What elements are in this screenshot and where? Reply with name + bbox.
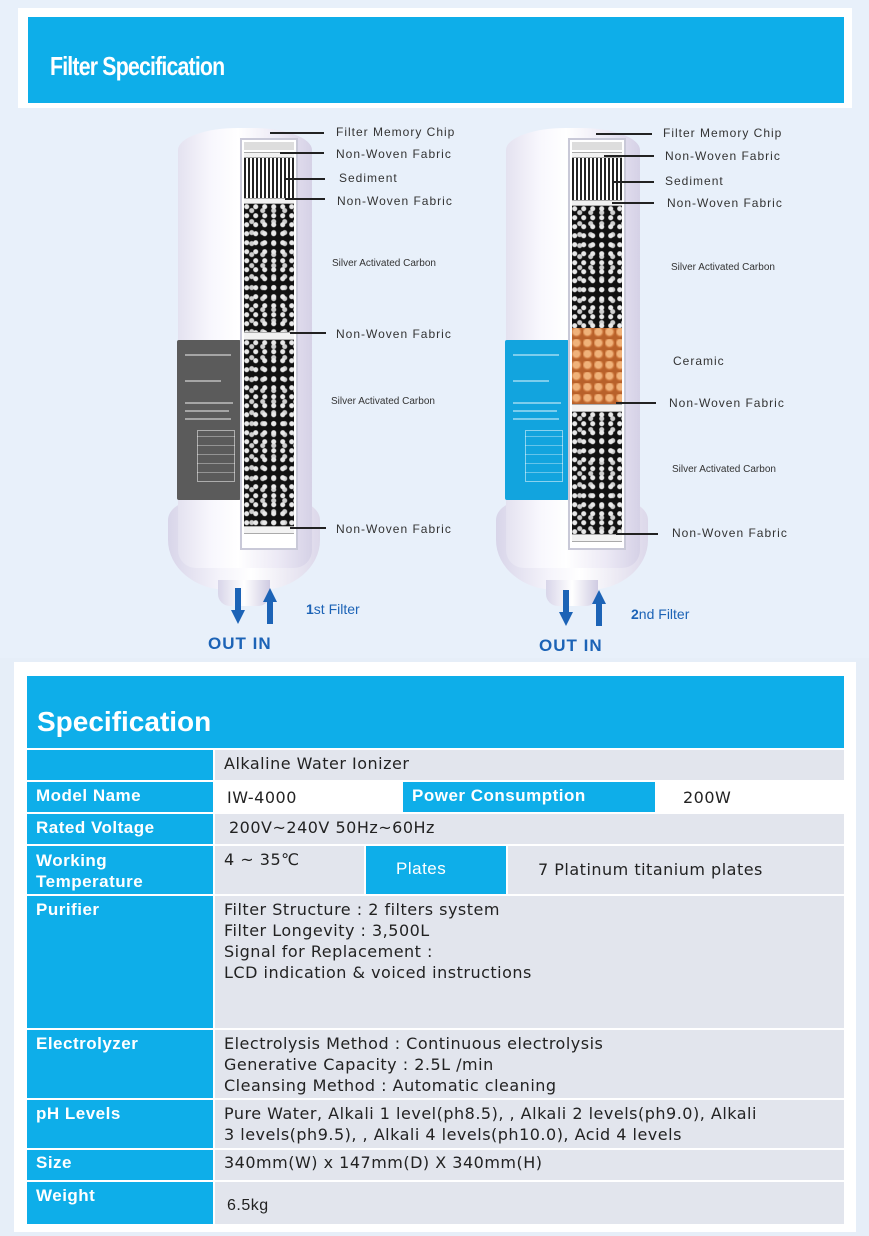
label-sediment: Sediment xyxy=(665,174,724,188)
non-woven-layer xyxy=(572,534,622,542)
label-silver-activated-carbon: Silver Activated Carbon xyxy=(671,262,775,273)
carbon-layer xyxy=(572,206,622,328)
filter-spec-banner: Filter Specification xyxy=(28,17,844,103)
plates-value: 7 Platinum titanium plates xyxy=(508,846,844,894)
sediment-layer xyxy=(572,158,622,200)
ph-levels-value: Pure Water, Alkali 1 level(ph8.5), , Alk… xyxy=(215,1100,844,1148)
out-in-label: OUT IN xyxy=(539,636,603,655)
label-non-woven-fabric: Non-Woven Fabric xyxy=(667,196,783,210)
non-woven-layer xyxy=(244,198,294,204)
specification-title: Specification xyxy=(37,706,212,737)
working-temperature-label: Working Temperature xyxy=(27,846,213,894)
label-sediment: Sediment xyxy=(339,171,398,185)
purifier-line: LCD indication & voiced instructions xyxy=(224,963,532,982)
label-non-woven-fabric: Non-Woven Fabric xyxy=(336,327,452,341)
label-ceramic: Ceramic xyxy=(673,354,725,368)
weight-value: 6.5kg xyxy=(215,1182,844,1224)
out-in-label: OUT IN xyxy=(208,634,272,653)
purifier-line: Filter Longevity : 3,500L xyxy=(224,921,430,940)
non-woven-layer xyxy=(572,404,622,412)
electrolyzer-line: Generative Capacity : 2.5L /min xyxy=(224,1055,494,1074)
model-name-label: Model Name xyxy=(27,782,213,812)
purifier-value: Filter Structure : 2 filters system Filt… xyxy=(215,896,844,1028)
filter-2-cutaway xyxy=(568,138,626,550)
power-consumption-value: 200W xyxy=(657,782,844,812)
arrow-down-icon xyxy=(231,588,245,624)
purifier-label: Purifier xyxy=(27,896,213,1028)
purifier-line: Signal for Replacement : xyxy=(224,942,433,961)
filter-nozzle xyxy=(218,580,270,606)
filter-1-label-card xyxy=(177,340,241,500)
carbon-layer xyxy=(244,204,294,332)
electrolyzer-label: Electrolyzer xyxy=(27,1030,213,1098)
label-non-woven-fabric: Non-Woven Fabric xyxy=(665,149,781,163)
purifier-line: Filter Structure : 2 filters system xyxy=(224,900,500,919)
electrolyzer-value: Electrolysis Method : Continuous electro… xyxy=(215,1030,844,1098)
filter-1-name: 1st Filter xyxy=(306,601,360,617)
arrow-up-icon xyxy=(263,588,277,624)
label-filter-memory-chip: Filter Memory Chip xyxy=(336,125,456,139)
non-woven-layer xyxy=(244,526,294,534)
plates-label: Plates xyxy=(366,846,506,894)
non-woven-layer xyxy=(244,332,294,340)
non-woven-layer xyxy=(244,152,294,158)
ph-levels-line: 3 levels(ph9.5), , Alkali 4 levels(ph10.… xyxy=(224,1125,682,1144)
label-non-woven-fabric: Non-Woven Fabric xyxy=(669,396,785,410)
label-non-woven-fabric: Non-Woven Fabric xyxy=(336,522,452,536)
spec-header-blank xyxy=(27,750,213,780)
arrow-up-icon xyxy=(592,590,606,626)
label-filter-memory-chip: Filter Memory Chip xyxy=(663,126,783,140)
size-value: 340mm(W) x 147mm(D) X 340mm(H) xyxy=(215,1150,844,1180)
label-silver-activated-carbon: Silver Activated Carbon xyxy=(331,396,435,407)
ph-levels-label: pH Levels xyxy=(27,1100,213,1148)
ph-levels-line: Pure Water, Alkali 1 level(ph8.5), , Alk… xyxy=(224,1104,757,1123)
power-consumption-label: Power Consumption xyxy=(403,782,655,812)
filter-2-label-card xyxy=(505,340,569,500)
product-name-value: Alkaline Water Ionizer xyxy=(215,750,844,780)
filter-spec-section xyxy=(0,0,869,658)
label-non-woven-fabric: Non-Woven Fabric xyxy=(336,147,452,161)
filter-2-name: 2nd Filter xyxy=(631,606,690,622)
filter-spec-title: Filter Specification xyxy=(50,51,225,81)
model-name-value: IW-4000 xyxy=(215,782,401,812)
weight-label: Weight xyxy=(27,1182,213,1224)
label-silver-activated-carbon: Silver Activated Carbon xyxy=(672,464,776,475)
non-woven-layer xyxy=(572,152,622,158)
ceramic-layer xyxy=(572,328,622,404)
label-non-woven-fabric: Non-Woven Fabric xyxy=(337,194,453,208)
electrolyzer-line: Cleansing Method : Automatic cleaning xyxy=(224,1076,557,1095)
rated-voltage-value: 200V~240V 50Hz~60Hz xyxy=(215,814,844,844)
specification-banner: Specification xyxy=(27,676,844,748)
filter-nozzle xyxy=(546,580,598,606)
electrolyzer-line: Electrolysis Method : Continuous electro… xyxy=(224,1034,604,1053)
label-non-woven-fabric: Non-Woven Fabric xyxy=(672,526,788,540)
non-woven-layer xyxy=(572,200,622,206)
rated-voltage-label: Rated Voltage xyxy=(27,814,213,844)
memory-chip-layer xyxy=(572,142,622,150)
memory-chip-layer xyxy=(244,142,294,150)
arrow-down-icon xyxy=(559,590,573,626)
label-silver-activated-carbon: Silver Activated Carbon xyxy=(332,258,436,269)
filter-1-cutaway xyxy=(240,138,298,550)
working-temperature-value: 4 ~ 35℃ xyxy=(215,846,364,894)
carbon-layer xyxy=(244,340,294,526)
carbon-layer xyxy=(572,412,622,534)
size-label: Size xyxy=(27,1150,213,1180)
